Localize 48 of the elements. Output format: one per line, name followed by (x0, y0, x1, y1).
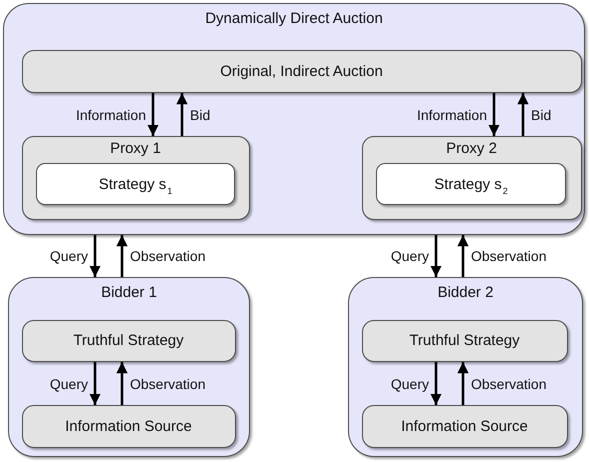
box-title: Truthful Strategy (73, 332, 184, 349)
edge-label: Observation (130, 376, 206, 392)
arrow (488, 93, 500, 136)
box-title: Original, Indirect Auction (220, 62, 383, 80)
process-box (22, 404, 236, 448)
process-box (36, 163, 235, 205)
box-title: Dynamically Direct Auction (205, 10, 383, 27)
arrow (430, 362, 442, 405)
process-box (22, 136, 250, 220)
process-box (362, 404, 568, 448)
edge-label: Query (390, 376, 429, 392)
arrow (147, 93, 159, 136)
container-box (3, 3, 585, 235)
edge-label: Bid (531, 106, 552, 122)
edge-label: Query (50, 248, 88, 264)
box-title: Bidder 1 (101, 284, 157, 301)
edge-label: Bid (190, 106, 210, 122)
box-title: Proxy 1 (110, 140, 161, 156)
box-title: Truthful Strategy (409, 332, 520, 349)
box-title: Strategy s$_{2}$ (434, 176, 508, 192)
edge-label: Information (76, 106, 146, 122)
edge-label: Observation (130, 248, 206, 264)
arrow (176, 93, 188, 136)
process-box (362, 136, 582, 220)
box-title: Strategy s$_{1}$ (98, 176, 172, 192)
arrow (116, 235, 128, 277)
arrow (457, 235, 469, 277)
process-box (362, 320, 568, 362)
process-box (22, 50, 582, 92)
box-title: Information Source (401, 418, 528, 434)
arrow (116, 362, 128, 405)
arrow (89, 235, 101, 277)
container-box (348, 277, 583, 457)
arrow (430, 235, 442, 277)
process-box (376, 163, 566, 205)
process-box (22, 320, 236, 362)
edge-label: Information (416, 106, 487, 122)
edge-label: Observation (471, 248, 546, 264)
box-title: Information Source (65, 418, 192, 434)
box-title: Proxy 2 (446, 140, 497, 156)
container-box (8, 277, 250, 457)
box-title: Bidder 2 (438, 284, 494, 301)
arrow (517, 93, 529, 136)
arrow (457, 362, 469, 405)
arrow (89, 362, 101, 405)
edge-label: Observation (471, 376, 546, 392)
edge-label: Query (50, 376, 88, 392)
edge-label: Query (390, 248, 429, 264)
